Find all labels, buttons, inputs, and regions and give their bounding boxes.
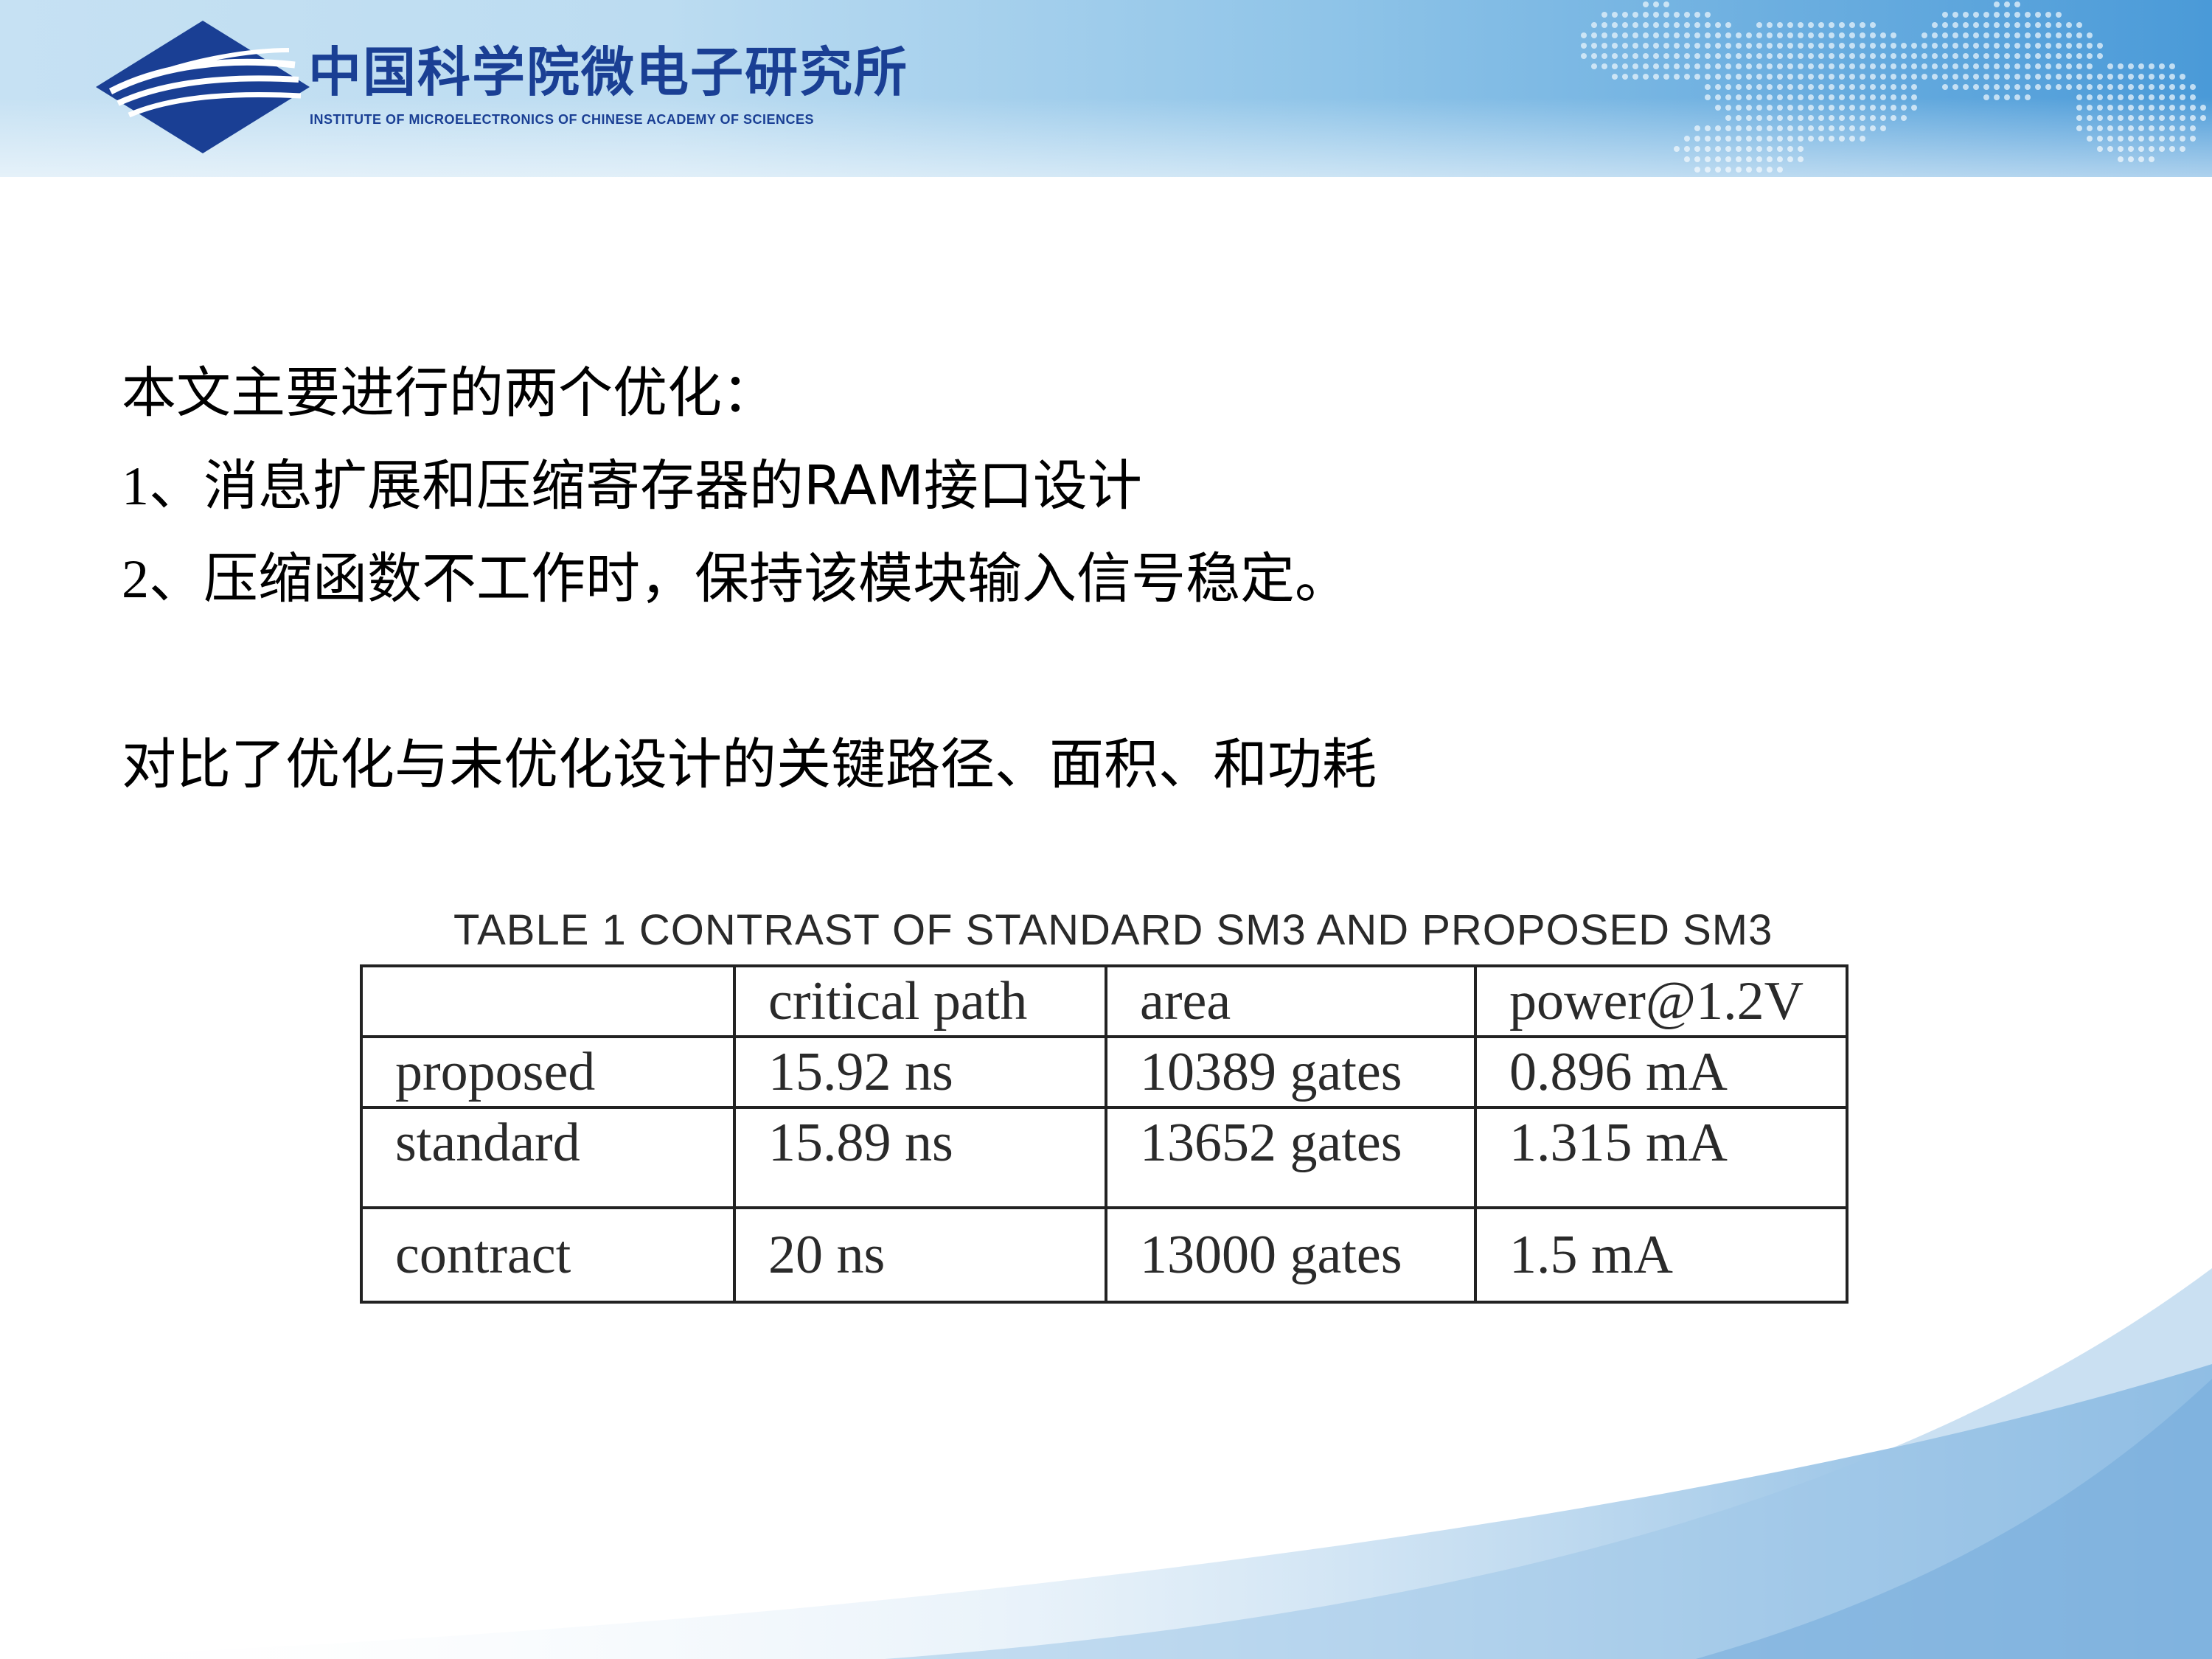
- table-cell: 1.315 mA: [1474, 1106, 1848, 1209]
- table-caption: TABLE 1 CONTRAST OF STANDARD SM3 AND PRO…: [453, 906, 1773, 954]
- comparison-statement: 对比了优化与未优化设计的关键路径、面积、和功耗: [122, 733, 1377, 796]
- slide-content: 本文主要进行的两个优化： 1、消息扩展和压缩寄存器的RAM接口设计 2、压缩函数…: [122, 347, 2112, 811]
- table-cell: 10389 gates: [1105, 1035, 1477, 1109]
- table-cell: 15.92 ns: [733, 1035, 1107, 1109]
- table-header-row: critical path area power@1.2V: [360, 964, 1848, 1038]
- optimization-heading: 本文主要进行的两个优化：: [122, 361, 776, 425]
- institute-name-en: INSTITUTE OF MICROELECTRONICS OF CHINESE…: [310, 112, 815, 127]
- item-number: 1: [122, 456, 149, 517]
- institute-logo-icon: [96, 21, 310, 153]
- table-cell: 1.5 mA: [1474, 1206, 1848, 1304]
- table-row: proposed 15.92 ns 10389 gates 0.896 mA: [360, 1035, 1848, 1109]
- optimization-item-1: 1、消息扩展和压缩寄存器的RAM接口设计: [122, 439, 2112, 532]
- institute-name-cn: 中国科学院微电子研究所: [308, 41, 909, 103]
- table-cell: contract: [360, 1206, 736, 1304]
- table-header-cell: area: [1105, 964, 1477, 1038]
- table-row: standard 15.89 ns 13652 gates 1.315 mA: [360, 1106, 1848, 1209]
- item-text: 、压缩函数不工作时，保持该模块输入信号稳定。: [149, 547, 1349, 611]
- optimization-item-2: 2、压缩函数不工作时，保持该模块输入信号稳定。: [122, 532, 2112, 625]
- table-cell: standard: [360, 1106, 736, 1209]
- table-header-cell: critical path: [733, 964, 1107, 1038]
- table-header-cell: power@1.2V: [1474, 964, 1848, 1038]
- table-cell: 20 ns: [733, 1206, 1107, 1304]
- table-row: contract 20 ns 13000 gates 1.5 mA: [360, 1206, 1848, 1304]
- bottom-swoosh-decoration: [0, 1268, 2212, 1659]
- table-cell: proposed: [360, 1035, 736, 1109]
- item-number: 2: [122, 549, 149, 610]
- table-cell: 0.896 mA: [1474, 1035, 1848, 1109]
- table-header-cell: [360, 964, 736, 1038]
- table-cell: 13000 gates: [1105, 1206, 1477, 1304]
- comparison-table: critical path area power@1.2V proposed 1…: [360, 964, 1848, 1304]
- table-cell: 15.89 ns: [733, 1106, 1107, 1209]
- header-banner: 中国科学院微电子研究所 INSTITUTE OF MICROELECTRONIC…: [0, 0, 2212, 177]
- table-cell: 13652 gates: [1105, 1106, 1477, 1209]
- item-text: 、消息扩展和压缩寄存器的RAM接口设计: [149, 454, 1142, 518]
